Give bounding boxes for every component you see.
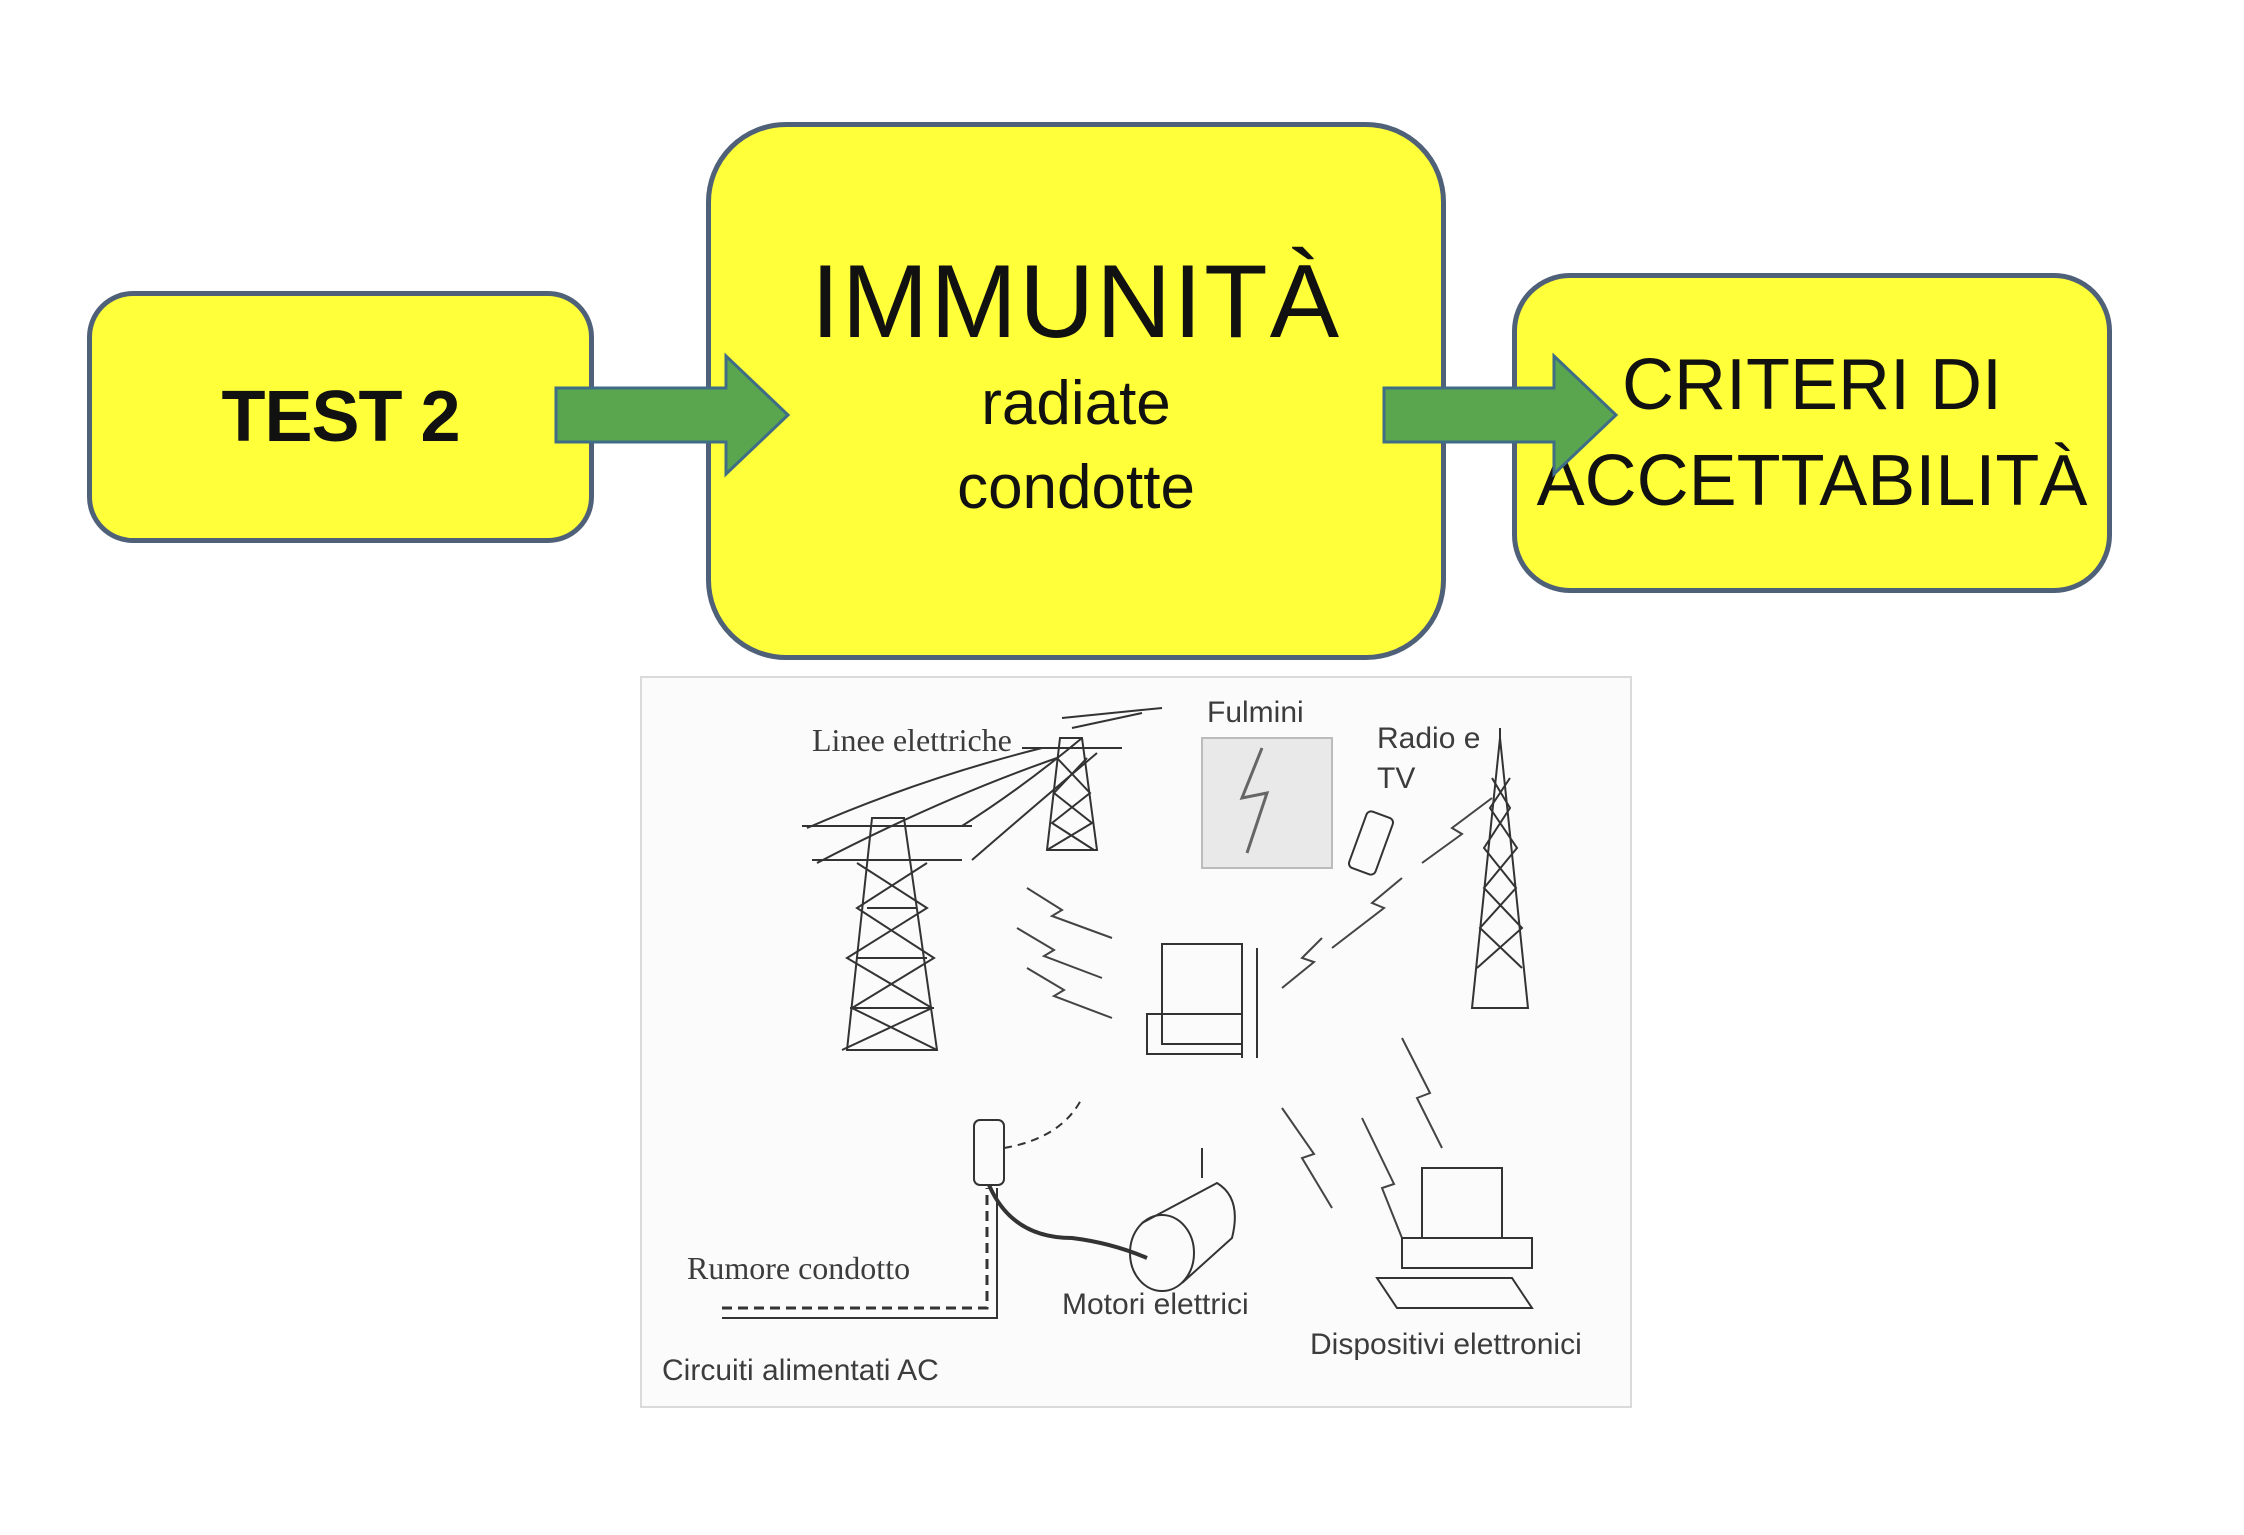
test-2-box: TEST 2 bbox=[87, 291, 594, 543]
victim-device-icon bbox=[1146, 943, 1258, 1058]
label-radio-tv-2: TV bbox=[1377, 762, 1416, 795]
label-lightning: Fulmini bbox=[1207, 696, 1304, 729]
label-electronic-devices: Dispositivi elettronici bbox=[1310, 1328, 1582, 1361]
radio-tower-icon bbox=[1470, 728, 1530, 1009]
label-power-lines: Linee elettriche bbox=[812, 722, 1012, 758]
criteri-line1: CRITERI DI bbox=[1621, 345, 2002, 425]
immunita-radiate: radiate bbox=[981, 368, 1171, 438]
immunita-condotte: condotte bbox=[957, 452, 1195, 522]
label-conducted-noise: Rumore condotto bbox=[687, 1250, 911, 1286]
label-ac-circuits: Circuiti alimentati AC bbox=[662, 1354, 939, 1387]
label-electric-motors: Motori elettrici bbox=[1062, 1288, 1249, 1321]
transmission-tower-icon bbox=[802, 817, 972, 1051]
immunita-box: IMMUNITÀ radiate condotte bbox=[706, 122, 1446, 660]
small-tower-icon bbox=[1022, 737, 1122, 851]
test-2-label: TEST 2 bbox=[221, 377, 460, 457]
criteri-box: CRITERI DI ACCETTABILITÀ bbox=[1512, 273, 2112, 593]
arrow-test-to-immunita bbox=[554, 352, 791, 478]
motor-icon bbox=[1129, 1148, 1236, 1292]
emc-sources-illustration: Linee elettriche Fulmini Radio e TV Rumo… bbox=[640, 676, 1632, 1408]
illustration-drawing bbox=[722, 707, 1534, 1319]
immunita-title: IMMUNITÀ bbox=[810, 243, 1342, 360]
label-radio-tv-1: Radio e bbox=[1377, 722, 1481, 755]
computer-icon bbox=[1375, 1167, 1534, 1309]
arrow-immunita-to-criteri bbox=[1382, 352, 1619, 478]
criteri-line2: ACCETTABILITÀ bbox=[1536, 441, 2088, 521]
